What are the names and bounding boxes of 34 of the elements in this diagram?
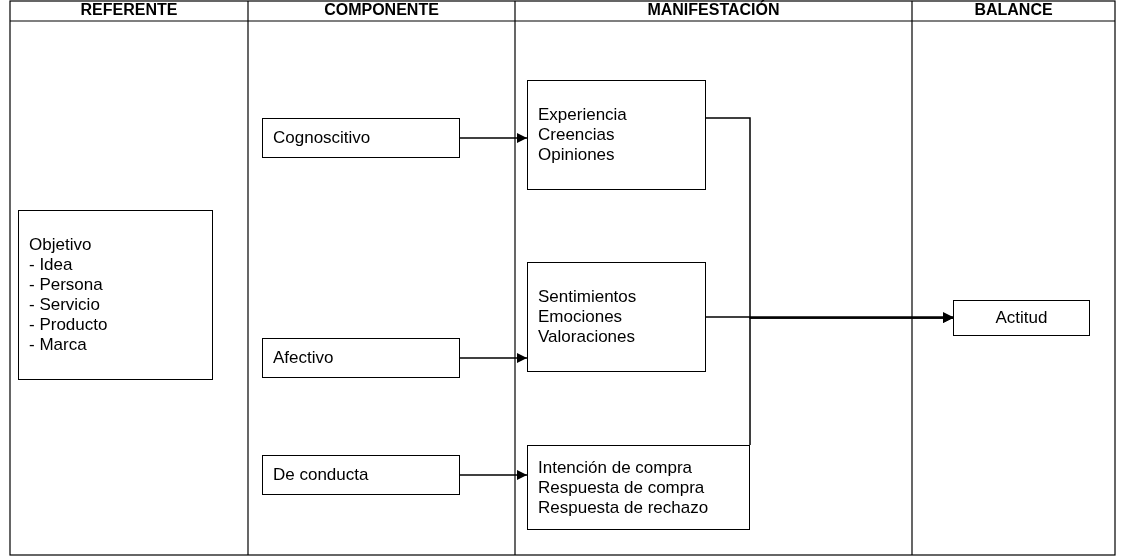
text-box — [527, 445, 750, 530]
item-text: Emociones — [538, 307, 624, 327]
item-text: Sentimientos — [538, 287, 638, 307]
item-text: Afectivo — [273, 348, 335, 368]
text-box — [262, 118, 460, 158]
item-text: Respuesta de compra — [538, 477, 706, 498]
item-text: Experiencia — [538, 105, 628, 125]
column-header: REFERENTE — [80, 1, 178, 18]
text-box — [262, 455, 460, 495]
text-box — [527, 80, 706, 190]
column-header: MANIFESTACIÓN — [647, 1, 780, 18]
text-box — [262, 338, 460, 378]
arrow — [459, 469, 528, 481]
item-text: Opiniones — [538, 145, 616, 165]
column-header: BALANCE — [974, 1, 1053, 18]
arrow — [459, 132, 528, 144]
column-header: COMPONENTE — [324, 1, 439, 18]
item-text: - Persona — [29, 275, 104, 295]
text-box — [527, 262, 706, 372]
item-text: - Servicio — [29, 295, 101, 315]
item-text: Creencias — [538, 125, 616, 145]
item-text: Intención de compra — [538, 457, 694, 478]
text-box — [18, 210, 213, 380]
item-text: Cognoscitivo — [273, 128, 372, 148]
item-text: - Marca — [29, 335, 88, 355]
item-text: De conducta — [273, 465, 370, 485]
item-text: Actitud — [995, 308, 1048, 328]
text-box — [953, 300, 1090, 336]
item-text: Valoraciones — [538, 327, 637, 347]
item-text: - Idea — [29, 255, 74, 275]
arrow — [459, 352, 528, 364]
item-text: Objetivo — [29, 235, 93, 255]
item-text: - Producto — [29, 315, 109, 335]
item-text: Respuesta de rechazo — [538, 497, 710, 518]
